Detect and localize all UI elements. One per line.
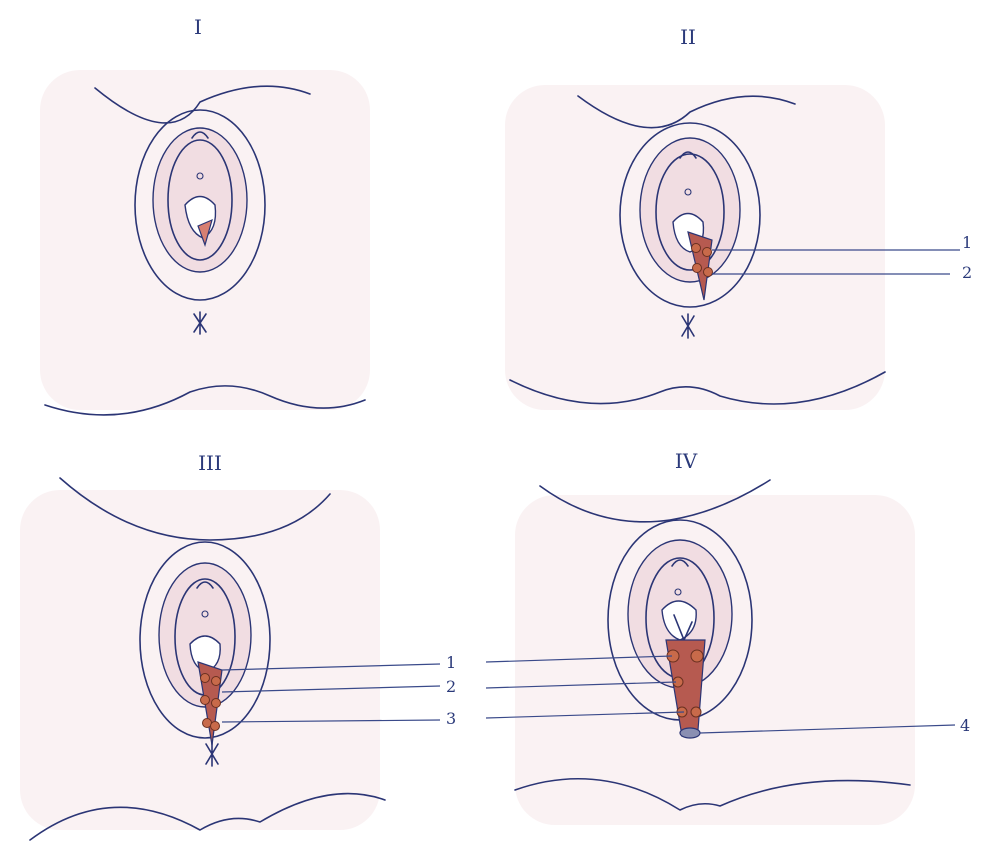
panel-2-label-2: 2 xyxy=(962,263,972,282)
panel-4: IV 4 xyxy=(486,449,970,825)
panel-2: II 1 2 xyxy=(505,25,972,410)
panel-4-numeral: IV xyxy=(675,449,698,473)
panel-3-label-3: 3 xyxy=(446,709,456,728)
panel-1-numeral: I xyxy=(194,15,202,39)
panel-3-numeral: III xyxy=(198,451,222,475)
panel-3-label-2: 2 xyxy=(446,677,456,696)
panel-3-label-1: 1 xyxy=(446,653,456,672)
panel-1: I xyxy=(40,15,370,415)
panel-3: III 1 2 3 xyxy=(20,451,456,840)
panel-2-label-1: 1 xyxy=(962,233,972,252)
panel-4-label-4: 4 xyxy=(960,716,970,735)
panel-2-numeral: II xyxy=(680,25,696,49)
